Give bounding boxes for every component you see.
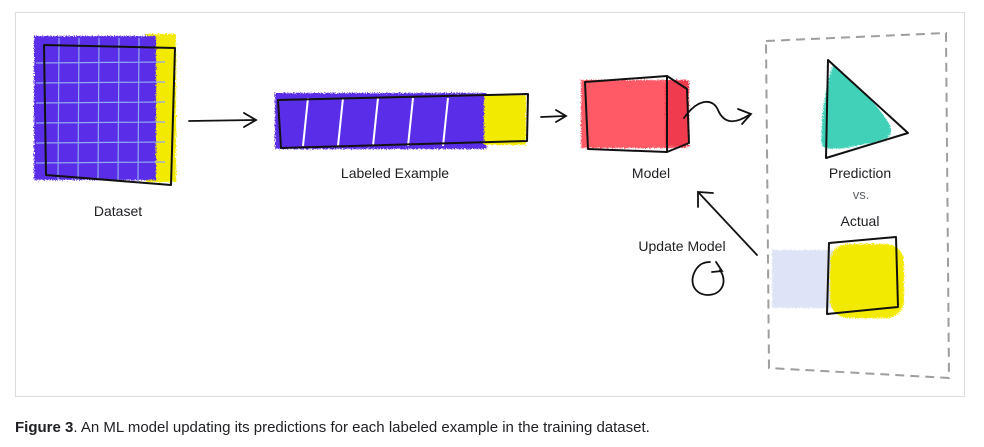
arrow-example-to-model <box>540 109 568 123</box>
actual-illustration <box>772 236 904 318</box>
labeled-example-label: Labeled Example <box>340 165 450 181</box>
example-outline <box>277 93 529 149</box>
example-label <box>484 95 526 145</box>
actual-outline <box>826 236 899 315</box>
actual-label: Actual <box>840 213 880 229</box>
figure-frame <box>15 12 965 397</box>
prediction-label: Prediction <box>828 165 892 181</box>
labeled-example-illustration <box>275 93 529 149</box>
prediction-fill <box>821 64 891 149</box>
refresh-icon <box>691 261 725 296</box>
dataset-label: Dataset <box>93 203 143 219</box>
actual-fill <box>830 244 904 318</box>
dataset-feature-grid <box>34 36 156 180</box>
model-label: Model <box>631 165 671 181</box>
model-outline <box>584 75 690 153</box>
dataset-illustration <box>34 34 176 186</box>
figure-caption: Figure 3. An ML model updating its predi… <box>15 419 650 437</box>
arrow-model-to-comparison <box>683 101 753 125</box>
prediction-outline <box>825 59 909 159</box>
arrow-update-to-model <box>697 191 758 256</box>
dataset-outline <box>43 44 176 186</box>
prediction-illustration <box>821 59 909 159</box>
actual-faded-trail <box>772 250 834 308</box>
update-model-label: Update Model <box>638 238 726 254</box>
model-illustration <box>581 75 690 153</box>
figure-number: Figure 3 <box>15 419 74 436</box>
comparison-dashed-box <box>764 31 951 380</box>
example-features <box>275 93 487 149</box>
example-dividers <box>302 97 449 147</box>
dataset-grid-lines <box>35 37 166 181</box>
model-side <box>665 80 689 146</box>
arrow-dataset-to-example <box>188 112 258 128</box>
vs-label: vs. <box>852 187 870 202</box>
caption-text: . An ML model updating its predictions f… <box>73 419 650 436</box>
